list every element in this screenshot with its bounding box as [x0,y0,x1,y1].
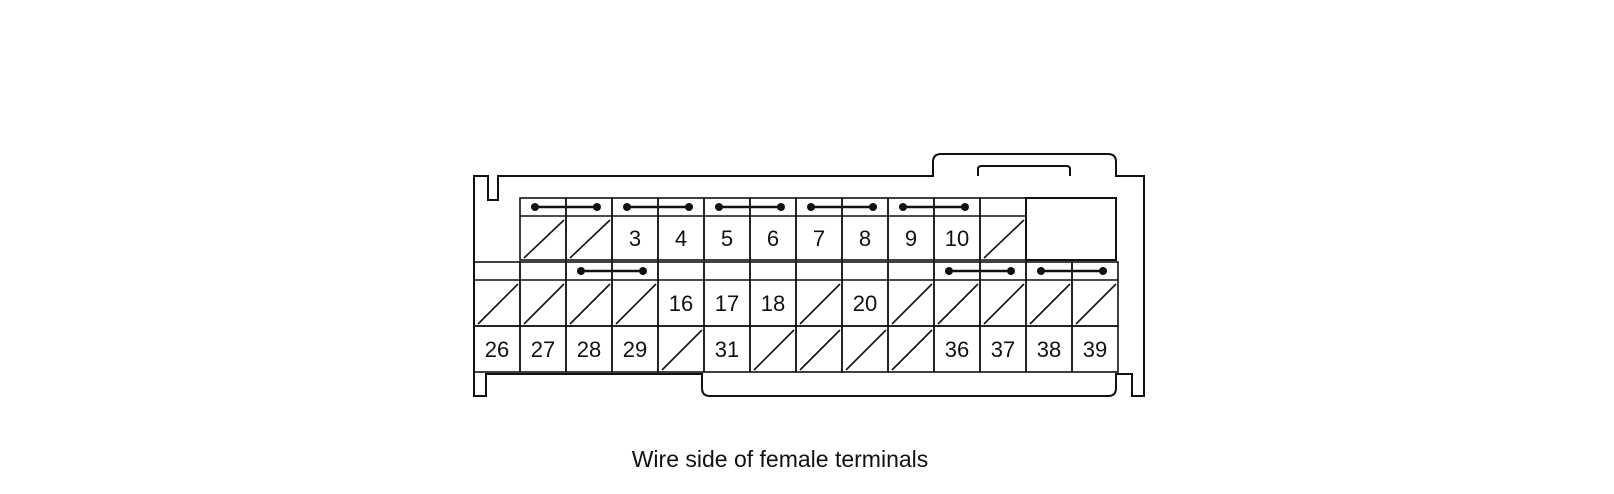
connector-housing [473,153,1145,397]
unused-terminal-slash [615,283,657,325]
pin-label: 6 [767,226,779,251]
latch-tab [977,165,1071,176]
pin-label: 16 [669,291,693,316]
pin-label: 7 [813,226,825,251]
shorting-bar-end-dot [577,267,585,275]
pin-label: 37 [991,337,1015,362]
unused-terminal-slash [891,329,933,371]
row-1-end-box [1025,197,1117,261]
pin-label: 29 [623,337,647,362]
pin-label: 8 [859,226,871,251]
shorting-bar-end-dot [777,203,785,211]
unused-terminal-slash [569,219,611,259]
shorting-bar-end-dot [1007,267,1015,275]
shorting-bar-end-dot [531,203,539,211]
shorting-bar-end-dot [807,203,815,211]
terminal-cell [749,325,797,373]
terminal-cells: 3 4 5 6 7 8 9 10 16 17 18 20 26 27 28 29 31 36 37 38 39 [473,197,1119,373]
pin-label: 20 [853,291,877,316]
terminal-cell [795,261,843,327]
shorting-bar-end-dot [593,203,601,211]
unused-terminal-slash [523,219,565,259]
terminal-cell [979,197,1027,261]
shorting-bar-end-dot [961,203,969,211]
pin-label: 17 [715,291,739,316]
terminal-cell [473,261,521,327]
shorting-bar-end-dot [869,203,877,211]
terminal-cell [1071,325,1119,373]
pin-label: 31 [715,337,739,362]
unused-terminal-slash [799,329,841,371]
terminal-cell [887,325,935,373]
terminal-cell [841,325,889,373]
pin-label: 5 [721,226,733,251]
pin-label: 26 [485,337,509,362]
terminal-cell [887,261,935,327]
shorting-bar-end-dot [945,267,953,275]
terminal-cell [519,261,567,327]
shorting-bar-end-dot [1099,267,1107,275]
shorting-bar-end-dot [1037,267,1045,275]
terminal-cell [657,325,705,373]
unused-terminal-slash [891,283,933,325]
unused-terminal-slash [477,283,519,325]
terminal-cell [795,325,843,373]
unused-terminal-slash [937,283,979,325]
pin-label: 36 [945,337,969,362]
unused-terminal-slash [1029,283,1071,325]
unused-terminal-slash [983,219,1025,259]
diagram-caption: Wire side of female terminals [631,446,929,472]
pin-label: 18 [761,291,785,316]
shorting-bar-end-dot [715,203,723,211]
pin-label: 10 [945,226,969,251]
shorting-bar-end-dot [639,267,647,275]
unused-terminal-slash [1075,283,1117,325]
unused-terminal-slash [523,283,565,325]
pin-label: 38 [1037,337,1061,362]
unused-terminal-slash [753,329,795,371]
unused-terminal-slash [983,283,1025,325]
unused-terminal-slash [799,283,841,325]
pin-label: 27 [531,337,555,362]
shorting-bar-end-dot [623,203,631,211]
unused-terminal-slash [661,329,703,371]
pin-label: 3 [629,226,641,251]
unused-terminal-slash [569,283,611,325]
pin-label: 28 [577,337,601,362]
unused-terminal-slash [845,329,887,371]
pin-label: 9 [905,226,917,251]
pin-label: 39 [1083,337,1107,362]
shorting-bar-end-dot [899,203,907,211]
shorting-bar-end-dot [685,203,693,211]
pin-label: 4 [675,226,687,251]
